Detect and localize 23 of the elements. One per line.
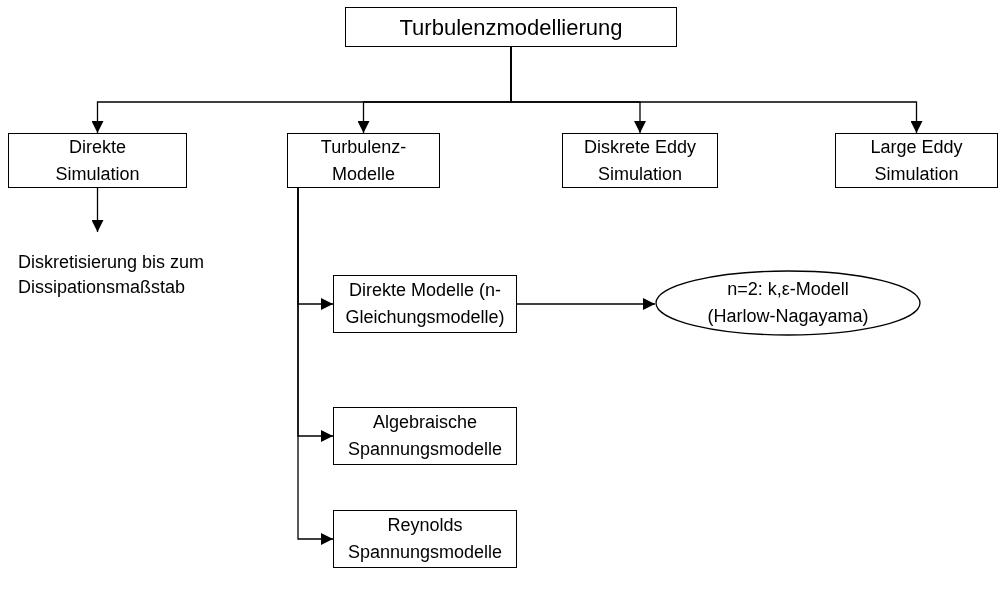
process-box [8,133,187,188]
arrow [91,187,104,233]
process-box [287,133,440,188]
arrow [297,187,334,545]
process-box [835,133,998,188]
node-label: Diskrete Eddy Simulation [582,135,697,186]
node-label: Turbulenzmodellierung [399,13,623,42]
arrow [516,298,656,310]
node-label: n=2: k,ε-Modell (Harlow-Nagayama) [706,278,870,328]
process-box [333,510,517,568]
annotation-text: Diskretisierung bis zum Dissipationsmaßstab [18,240,218,310]
node-label: Reynolds Spannungsmodelle [346,514,504,564]
process-box [562,133,718,188]
process-box [333,407,517,465]
node-label: Large Eddy Simulation [869,135,964,186]
node-label: Turbulenz- Modelle [319,135,408,186]
node-label: Algebraische Spannungsmodelle [346,411,504,461]
process-box [333,275,517,333]
process-box [345,7,677,47]
node-label: Direkte Modelle (n-Gleichungsmodelle) [344,279,506,329]
node-label: Direkte Simulation [54,135,141,186]
result-ellipse [655,270,921,336]
arrow [510,46,923,134]
